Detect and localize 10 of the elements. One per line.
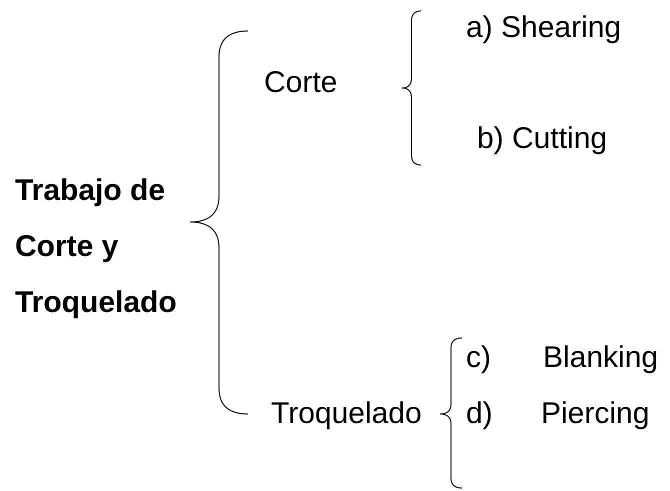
item-label: a) Shearing (466, 10, 666, 46)
item-label: b) Cutting (477, 121, 647, 157)
category-label: Troquelado (271, 396, 440, 432)
item-label: Blanking (543, 340, 658, 376)
item-letter: c) (466, 340, 491, 376)
category-label: Corte (264, 65, 402, 101)
item-letter: d) (466, 396, 493, 432)
topic-heading: Trabajo de Corte y Troquelado (15, 163, 190, 331)
brace-half (190, 222, 248, 414)
item-label: Piercing (541, 396, 650, 432)
